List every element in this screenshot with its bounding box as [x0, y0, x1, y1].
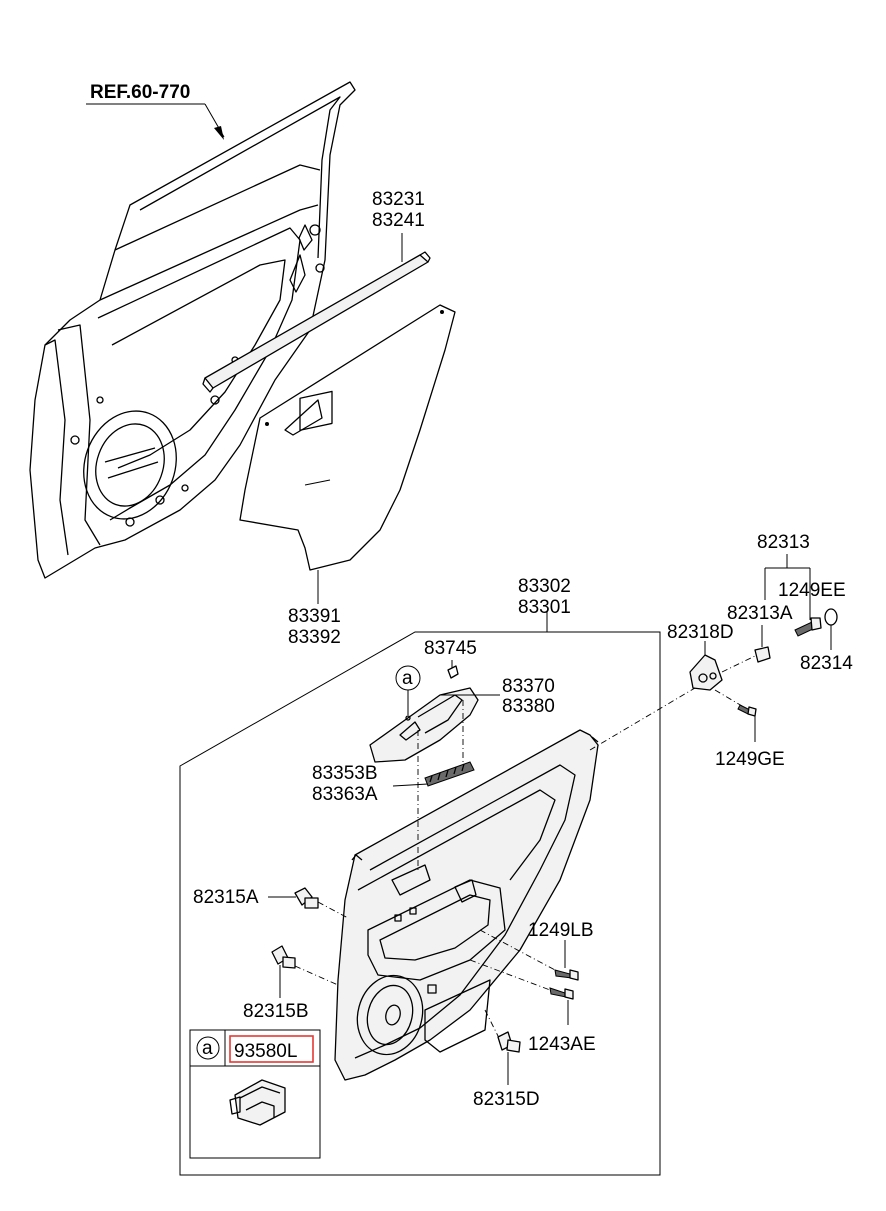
- label-82314[interactable]: 82314: [800, 653, 853, 674]
- nut-82313A: [754, 646, 771, 663]
- label-1243AE[interactable]: 1243AE: [528, 1034, 596, 1055]
- assembly-line-82315A: [317, 901, 349, 919]
- assembly-line-1243AE: [469, 959, 551, 991]
- assembly-line-82315B: [294, 965, 339, 986]
- label-1249EE[interactable]: 1249EE: [778, 580, 846, 601]
- switch-bezel: [369, 687, 479, 763]
- label-83231[interactable]: 83231: [372, 189, 425, 210]
- assembly-line-82315D: [484, 1009, 501, 1041]
- label-83745[interactable]: 83745: [424, 638, 477, 659]
- label-1249LB[interactable]: 1249LB: [528, 920, 594, 941]
- label-83363A[interactable]: 83363A: [312, 784, 378, 805]
- label-82318D[interactable]: 82318D: [667, 622, 734, 643]
- inset-part-number[interactable]: 93580L: [234, 1041, 297, 1062]
- label-83301[interactable]: 83301: [518, 597, 571, 618]
- label-83241[interactable]: 83241: [372, 210, 425, 231]
- label-83380[interactable]: 83380: [502, 696, 555, 717]
- clip-82315D: [497, 1031, 521, 1053]
- label-82313[interactable]: 82313: [757, 532, 810, 553]
- reference-arrowhead: [214, 126, 224, 140]
- screw-1249EE: [794, 617, 822, 637]
- door-shell: [29, 81, 356, 579]
- inset-callout-letter[interactable]: a: [202, 1038, 213, 1059]
- label-82313A[interactable]: 82313A: [727, 603, 793, 624]
- assembly-line-82313A: [721, 655, 756, 673]
- clip-82315B: [271, 945, 296, 969]
- label-82315B[interactable]: 82315B: [243, 1001, 309, 1022]
- label-83302[interactable]: 83302: [518, 576, 571, 597]
- reference-label[interactable]: REF.60-770: [90, 82, 190, 103]
- label-83392[interactable]: 83392: [288, 627, 341, 648]
- clip-82315A: [294, 887, 319, 909]
- belt-weatherstrip: [202, 251, 431, 393]
- screw-1249LB: [554, 969, 579, 981]
- clip-83745: [447, 665, 459, 679]
- screw-1243AE: [549, 987, 574, 1000]
- bracket-82318D: [689, 654, 723, 691]
- leader-83353B: [392, 783, 429, 787]
- label-82315D[interactable]: 82315D: [473, 1089, 540, 1110]
- callout-a-letter[interactable]: a: [402, 668, 413, 689]
- label-83353B[interactable]: 83353B: [312, 763, 378, 784]
- label-82315A[interactable]: 82315A: [193, 887, 259, 908]
- part-number-highlight: [229, 1035, 314, 1063]
- label-1249GE[interactable]: 1249GE: [715, 749, 785, 770]
- label-83391[interactable]: 83391: [288, 606, 341, 627]
- assembly-line-bracket: [589, 684, 701, 751]
- screw-1249GE: [737, 704, 757, 717]
- switch-inset-box: [189, 1029, 321, 1159]
- assembly-line-1249LB: [479, 929, 556, 971]
- assembly-line-1249GE: [714, 689, 743, 707]
- trim-assembly-frame: [179, 631, 661, 1176]
- sealing-cover: [239, 304, 456, 571]
- handle-grille: [424, 761, 475, 787]
- washer-82314: [824, 608, 838, 626]
- label-83370[interactable]: 83370: [502, 676, 555, 697]
